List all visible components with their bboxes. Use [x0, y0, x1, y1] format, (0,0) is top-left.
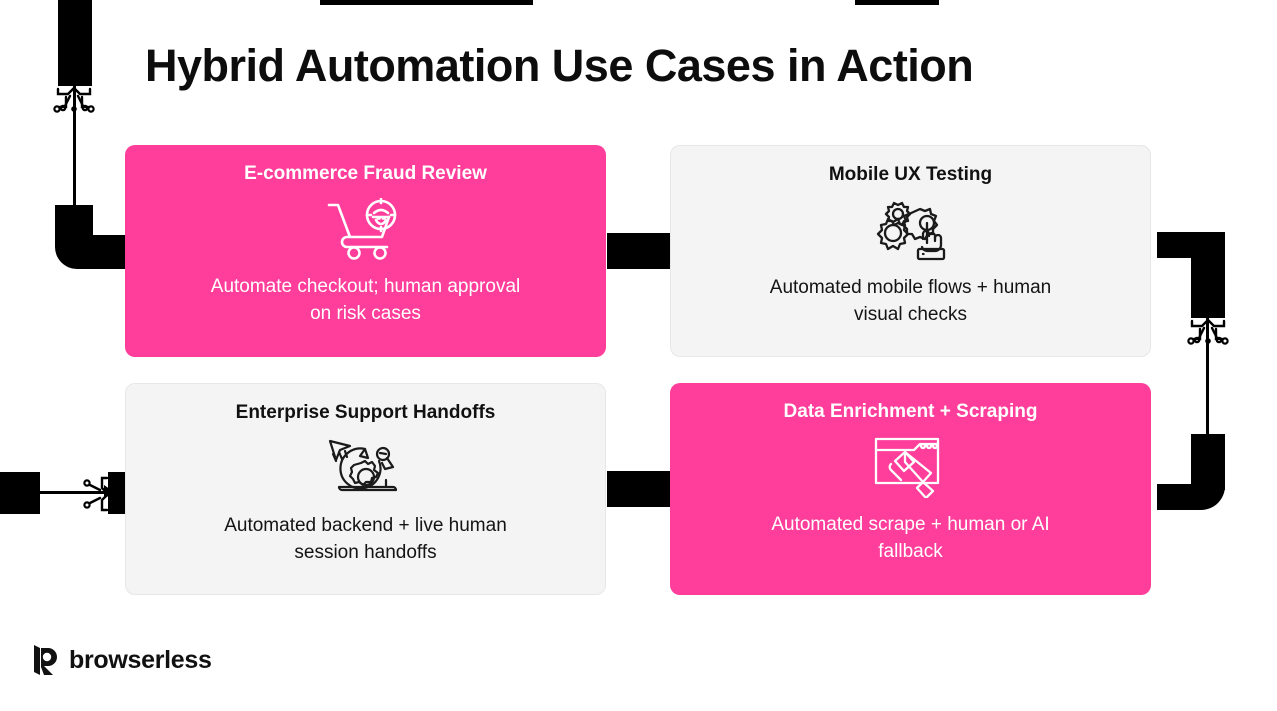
gears-touch-mobile-icon	[870, 199, 952, 261]
card-title: Data Enrichment + Scraping	[783, 401, 1038, 422]
browserless-logo-text: browserless	[69, 645, 212, 674]
card-title: Enterprise Support Handoffs	[235, 402, 496, 423]
agile-gear-arrow-icon	[325, 437, 407, 499]
left-circuit-elbow-notch	[93, 205, 125, 235]
browserless-logo[interactable]: browserless	[32, 643, 212, 677]
right-circuit-elbow-top-notch	[1157, 258, 1191, 284]
left-circuit-stub	[58, 0, 92, 86]
use-case-card-data-enrichment-scraping[interactable]: Data Enrichment + Scraping Automated scr…	[670, 383, 1151, 595]
right-circuit-wire	[1206, 318, 1209, 458]
left-arrow-line	[40, 491, 110, 494]
use-case-card-enterprise-support-handoffs[interactable]: Enterprise Support Handoffs Automated ba…	[125, 383, 606, 595]
middle-connector-bottom	[607, 471, 671, 507]
left-circuit-wire	[73, 86, 76, 211]
shopping-cart-fraud-icon	[323, 197, 409, 260]
card-description: Automated backend + live human session h…	[224, 514, 507, 563]
card-title: E-commerce Fraud Review	[244, 163, 487, 184]
browserless-b-mark-icon	[34, 645, 57, 675]
top-bar-right-decoration	[855, 0, 939, 5]
card-title: Mobile UX Testing	[828, 164, 993, 185]
card-description: Automate checkout; human approval on ris…	[210, 275, 521, 324]
browser-scraper-icon	[871, 436, 951, 498]
top-bar-left-decoration	[320, 0, 533, 5]
left-arrow-circuit-roots-icon	[83, 476, 110, 512]
page-title: Hybrid Automation Use Cases in Action	[145, 40, 974, 91]
right-circuit-roots-icon	[1187, 318, 1229, 345]
card-description: Automated scrape + human or AI fallback	[771, 513, 1050, 562]
card-description: Automated mobile flows + human visual ch…	[769, 276, 1052, 325]
left-arrow-tail-block	[0, 472, 40, 514]
right-circuit-stub-top	[1191, 232, 1225, 318]
right-circuit-elbow-bottom-notch	[1157, 458, 1191, 484]
use-case-card-mobile-ux-testing[interactable]: Mobile UX Testing Automated mobile flows…	[670, 145, 1151, 357]
middle-connector-top	[607, 233, 671, 269]
use-case-card-ecommerce-fraud-review[interactable]: E-commerce Fraud Review Automate checkou…	[125, 145, 606, 357]
